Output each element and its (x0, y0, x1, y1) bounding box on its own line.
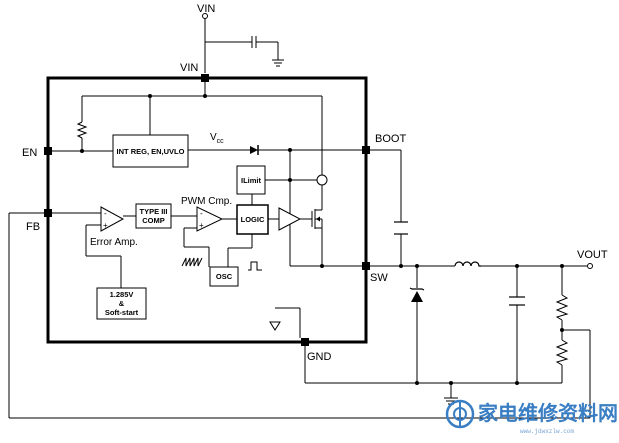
vcc-sub: cc (217, 138, 225, 145)
int-reg-label: INT REG, EN,UVLO (117, 147, 185, 156)
boot-pad (362, 146, 370, 154)
pwm-cmp-minus: - (200, 209, 203, 218)
clock-waveform-icon (248, 261, 262, 271)
boot-pin-label: BOOT (375, 133, 406, 145)
external-wiring (8, 149, 591, 419)
internal-wiring (52, 82, 362, 288)
error-amp-label: Error Amp. (90, 237, 138, 248)
osc-block (209, 266, 239, 287)
type3-label-line2: COMP (142, 216, 165, 225)
logic-block (236, 204, 269, 235)
error-amp-plus: + (103, 221, 108, 230)
vcc-label: Vcc (210, 132, 224, 145)
gnd-pad (301, 338, 309, 346)
pwm-cmp-plus: + (199, 221, 204, 230)
ref-label-line1: 1.285V (110, 290, 134, 299)
vin-pin-label: VIN (180, 62, 198, 74)
vout-terminal-icon (587, 263, 593, 269)
high-side-mosfet-icon (311, 209, 323, 229)
type3-label-line1: TYPE III (140, 207, 168, 216)
en-pin-label: EN (22, 147, 37, 159)
error-amp-minus: - (104, 209, 107, 218)
ilimit-block (236, 165, 266, 195)
int-reg-block (112, 134, 189, 168)
vin-top-label: VIN (197, 3, 215, 15)
mosfet-arrow-icon (316, 216, 320, 222)
watermark-sub: www.jdwxzlw.com (520, 428, 574, 435)
gnd-pin-label: GND (307, 351, 332, 363)
vin-supply (202, 13, 279, 73)
ref-label-line3: Soft-start (105, 308, 139, 317)
osc-label: OSC (216, 272, 233, 281)
internal-junctions (80, 94, 324, 268)
upper-divider-resistor (555, 294, 569, 321)
internal-ground-icon (269, 307, 301, 338)
watermark-logo (445, 399, 475, 429)
vout-label: VOUT (577, 249, 608, 261)
vcc-diode-icon (250, 145, 259, 155)
current-sense-icon (316, 174, 328, 186)
sw-pad (362, 262, 370, 270)
ramp-waveform-icon (181, 257, 203, 267)
ilimit-label: ILimit (241, 176, 262, 185)
watermark-text: 家电维修资料网 (478, 401, 618, 425)
type3-comp-block (135, 203, 172, 229)
logic-label: LOGIC (241, 215, 265, 224)
lower-divider-resistor (555, 339, 569, 366)
sw-pin-label: SW (370, 272, 388, 284)
vin-pad (201, 74, 209, 82)
catch-diode-icon (409, 287, 425, 302)
en-pad (44, 147, 52, 155)
pwm-comparator-icon (196, 206, 224, 232)
boot-capacitor-icon (394, 221, 408, 235)
ref-label-line2: & (119, 299, 125, 308)
en-pullup-resistor (76, 121, 88, 139)
vcc-main: V (210, 132, 217, 143)
pwm-cmp-label: PWM Cmp. (181, 196, 232, 207)
output-capacitor-icon (509, 296, 525, 306)
vin-bypass-ground-icon (272, 59, 284, 67)
error-amp-icon (100, 206, 125, 232)
fb-pin-label: FB (26, 221, 40, 233)
gate-driver-icon (278, 207, 302, 231)
fb-pad (44, 209, 52, 217)
inductor-icon (454, 261, 481, 267)
external-junctions (399, 264, 564, 385)
reference-block (96, 287, 147, 320)
